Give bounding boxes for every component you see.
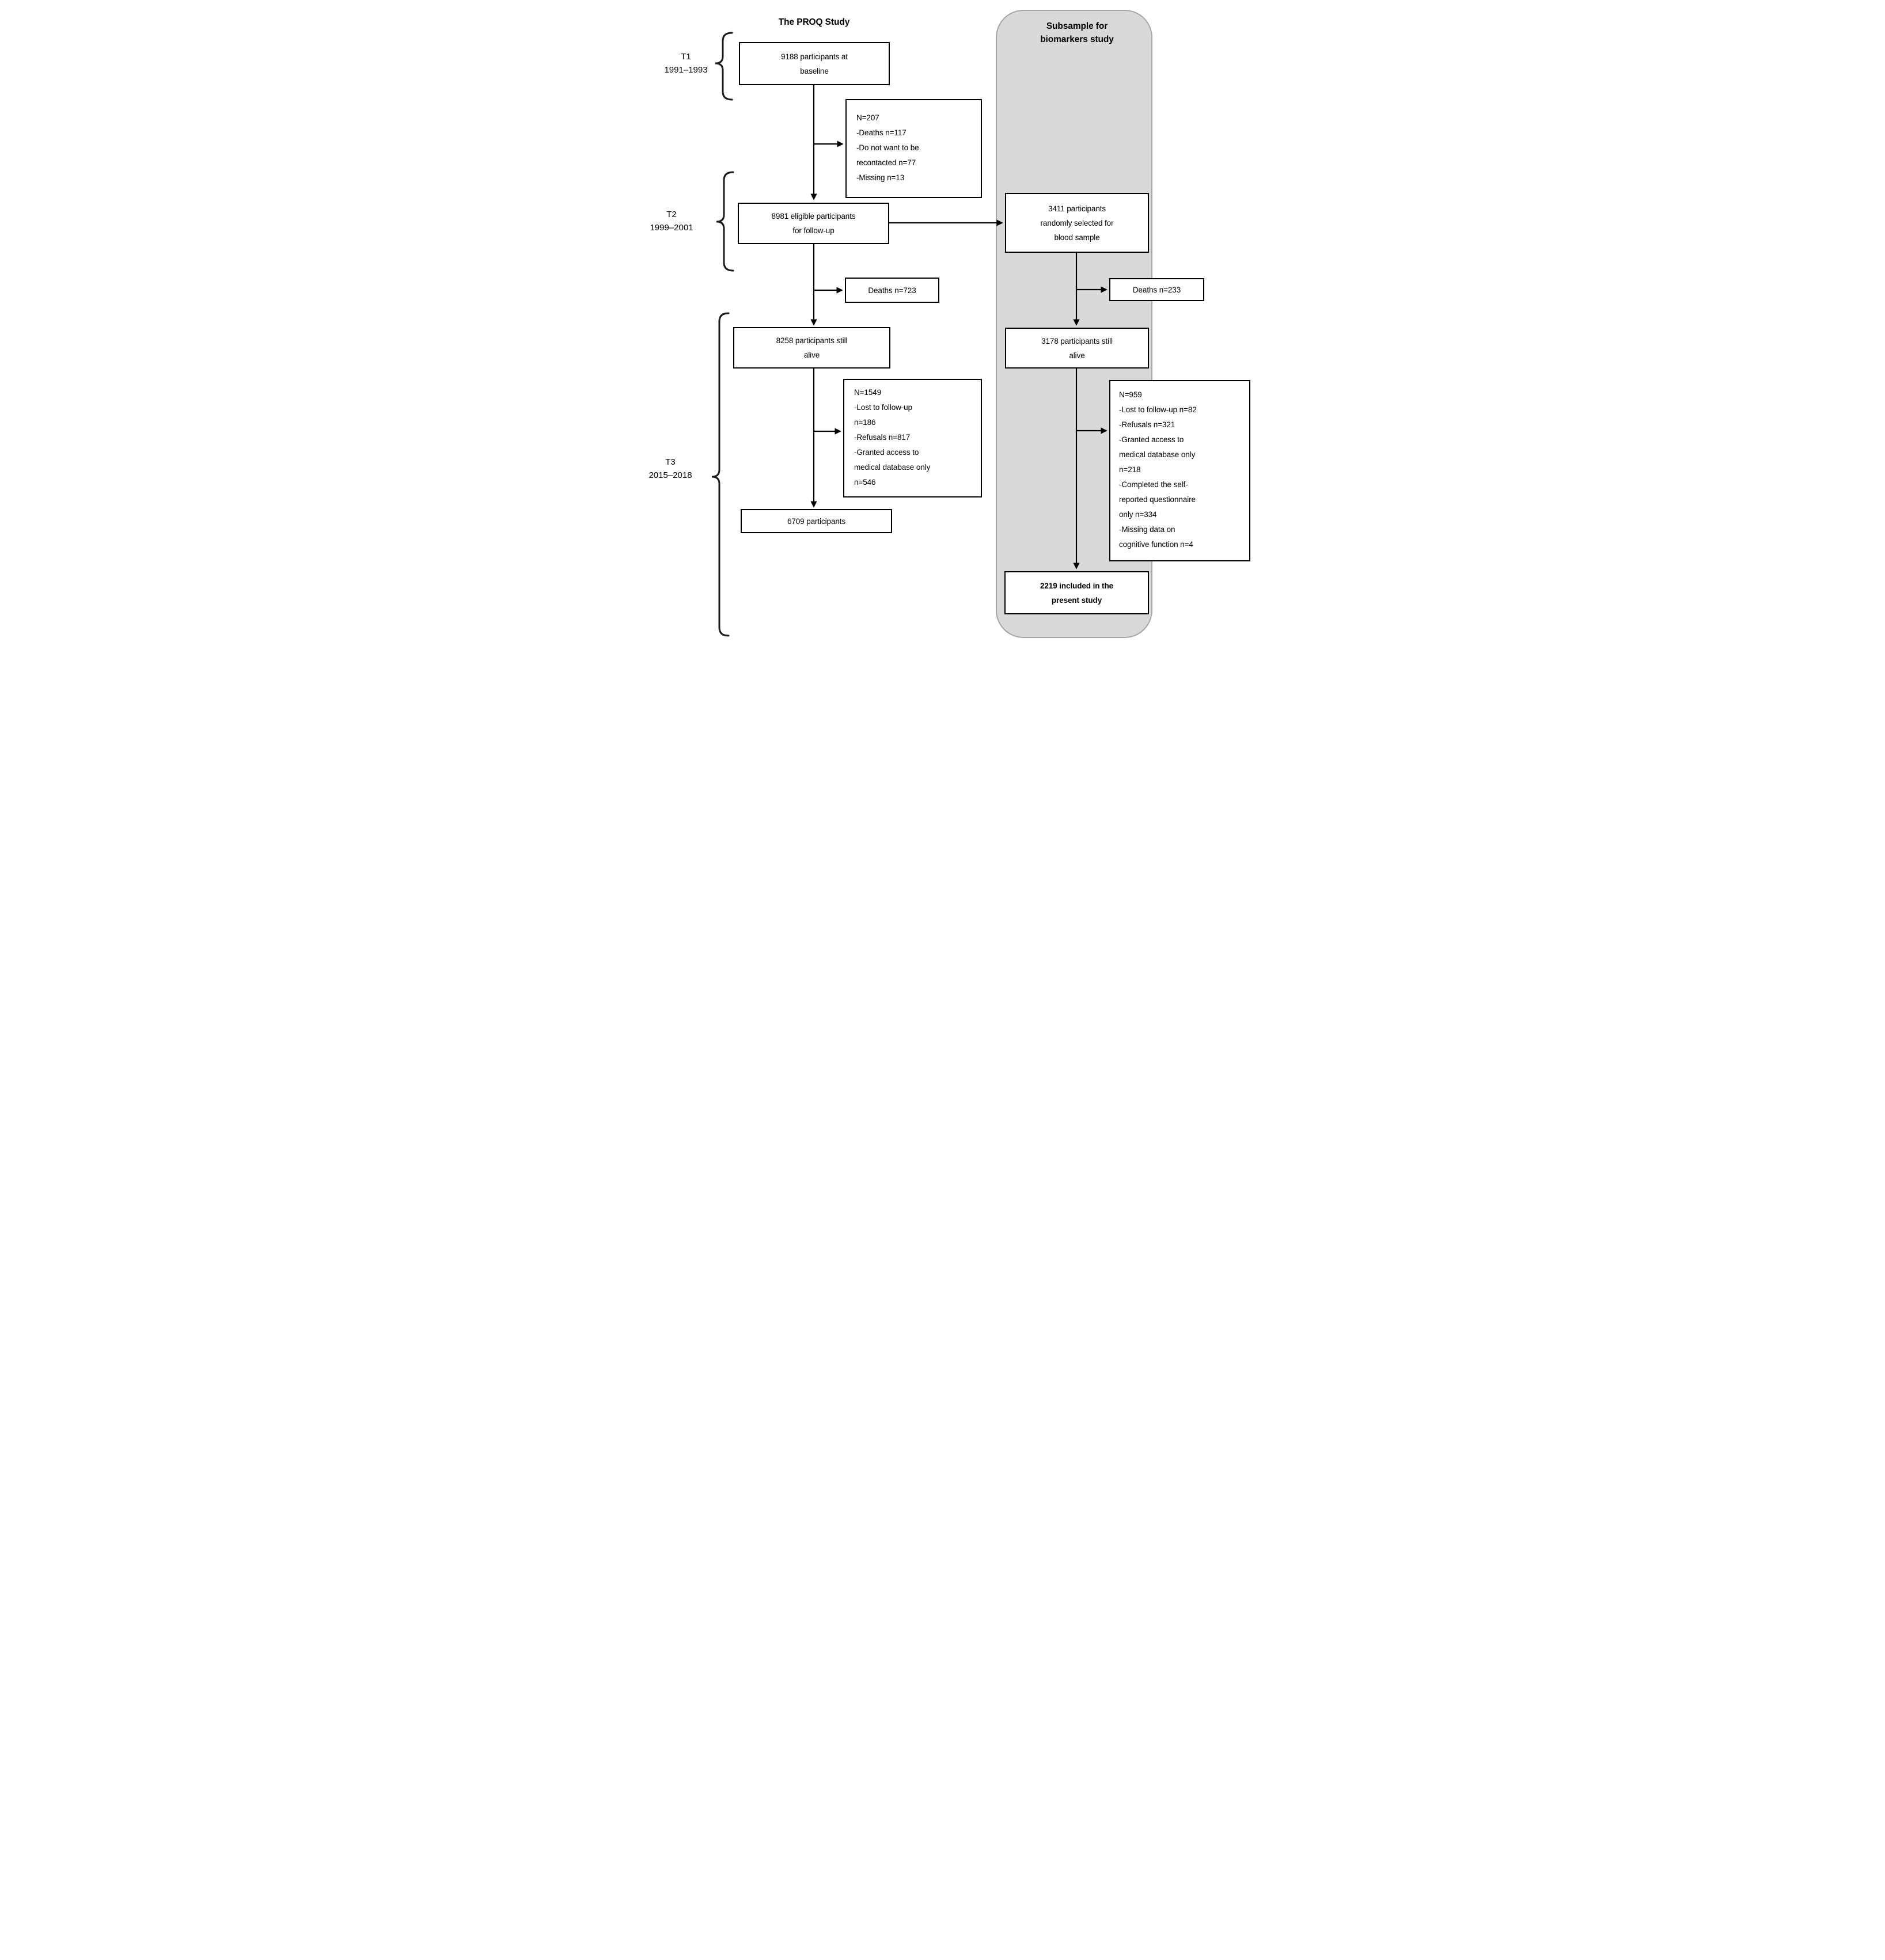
text-line: for follow-up: [792, 226, 835, 235]
t1-bracket: [715, 32, 733, 101]
text-line: Deaths n=723: [868, 286, 916, 295]
text-line: -Missing data on: [1119, 525, 1175, 534]
text-line: alive: [1069, 351, 1085, 360]
text-line: medical database only: [854, 463, 931, 472]
text-line: -Lost to follow-up: [854, 403, 912, 412]
text-line: -Granted access to: [1119, 435, 1184, 444]
time-label-t2: T2 1999–2001: [631, 208, 712, 234]
text-line: cognitive function n=4: [1119, 540, 1193, 549]
text-line: reported questionnaire: [1119, 495, 1196, 504]
box-exclusions-sub: N=959 -Lost to follow-up n=82 -Refusals n=…: [1109, 380, 1250, 561]
box-blood-sample: 3411 participants randomly selected for bl…: [1005, 193, 1149, 253]
time-label-t1-name: T1: [681, 52, 691, 62]
proq-study-title: The PROQ Study: [778, 17, 850, 27]
connector-layer: [711, 32, 1108, 637]
text-line: N=1549: [854, 388, 882, 397]
text-line: alive: [803, 351, 820, 359]
text-line: recontacted n=77: [856, 158, 916, 167]
box-exclusions-t3: N=1549 -Lost to follow-up n=186 -Refusals n…: [843, 379, 982, 497]
text-line: blood sample: [1054, 233, 1100, 242]
time-label-t3-name: T3: [665, 457, 676, 467]
box-eligible: 8981 eligible participants for follow-up: [738, 203, 889, 244]
time-label-t3: T3 2015–2018: [630, 455, 711, 482]
flow-diagram: The PROQ Study Subsample for biomarkers …: [628, 0, 1257, 654]
text-line: -Lost to follow-up n=82: [1119, 405, 1197, 414]
biomarkers-subsample-title-line1: Subsample for: [1046, 21, 1108, 31]
box-alive-sub: 3178 participants still alive: [1005, 328, 1149, 369]
text-line: -Deaths n=117: [856, 128, 907, 137]
biomarkers-subsample-title-line2: biomarkers study: [1040, 35, 1114, 44]
text-line: 9188 participants at: [781, 52, 848, 61]
text-line: randomly selected for: [1040, 218, 1114, 227]
box-final-proq: 6709 participants: [741, 509, 892, 533]
time-label-t1: T1 1991–1993: [646, 50, 726, 77]
time-label-t2-years: 1999–2001: [650, 223, 693, 233]
t2-bracket: [716, 171, 734, 272]
text-line: n=218: [1119, 465, 1141, 474]
text-line: -Refusals n=817: [854, 433, 911, 442]
text-line: 8981 eligible participants: [771, 212, 856, 221]
time-label-t3-years: 2015–2018: [648, 470, 692, 480]
t3-bracket: [711, 312, 730, 637]
time-label-t1-years: 1991–1993: [664, 65, 708, 75]
text-line: 8258 participants still: [776, 336, 848, 345]
text-line: only n=334: [1119, 510, 1157, 519]
box-deaths-t2: Deaths n=723: [845, 278, 939, 303]
text-line: present study: [1051, 595, 1102, 605]
text-line: -Granted access to: [854, 448, 919, 457]
text-line: N=207: [856, 113, 879, 122]
time-label-t2-name: T2: [666, 210, 677, 219]
text-line: n=186: [854, 418, 876, 427]
box-exclusions-t1: N=207 -Deaths n=117 -Do not want to be reco…: [845, 99, 982, 198]
text-line: -Missing n=13: [856, 173, 905, 182]
box-baseline: 9188 participants at baseline: [739, 42, 890, 85]
text-line: 2219 included in the: [1040, 581, 1114, 590]
box-deaths-sub: Deaths n=233: [1109, 278, 1204, 301]
text-line: -Refusals n=321: [1119, 420, 1175, 429]
text-line: 3178 participants still: [1041, 336, 1113, 345]
text-line: N=959: [1119, 390, 1142, 399]
text-line: 3411 participants: [1048, 204, 1106, 213]
text-line: baseline: [800, 66, 829, 75]
box-alive-proq: 8258 participants still alive: [733, 327, 890, 369]
text-line: -Do not want to be: [856, 143, 919, 152]
text-line: -Completed the self-: [1119, 480, 1188, 489]
text-line: n=546: [854, 478, 876, 487]
text-line: 6709 participants: [787, 516, 846, 526]
text-line: medical database only: [1119, 450, 1196, 459]
biomarkers-subsample-title: Subsample for biomarkers study: [1005, 20, 1149, 46]
box-included: 2219 included in the present study: [1004, 571, 1149, 614]
text-line: Deaths n=233: [1132, 285, 1181, 294]
